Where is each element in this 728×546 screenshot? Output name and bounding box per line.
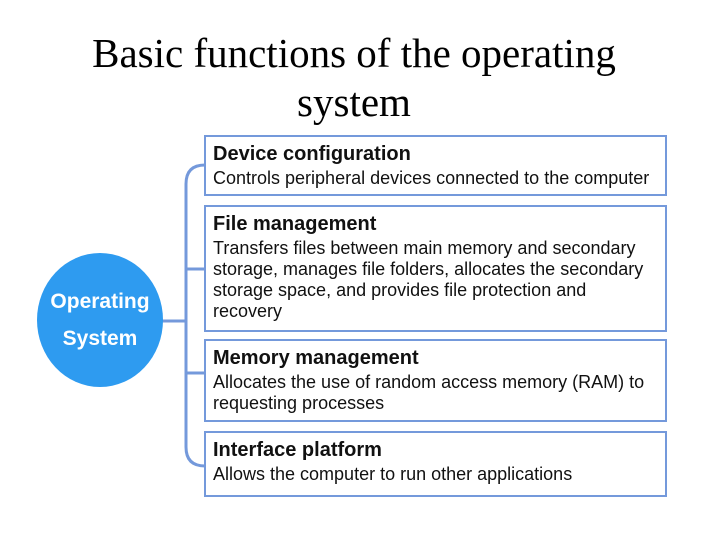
function-description: Allows the computer to run other applica… <box>213 464 573 484</box>
function-box-device-configuration: Device configuration Controls peripheral… <box>204 135 667 196</box>
function-heading: Interface platform <box>213 439 382 461</box>
function-box-interface-platform: Interface platform Allows the computer t… <box>204 431 667 497</box>
function-description: Controls peripheral devices connected to… <box>213 168 650 188</box>
function-box-memory-management: Memory management Allocates the use of r… <box>204 339 667 422</box>
function-description: Allocates the use of random access memor… <box>213 372 645 413</box>
function-heading: File management <box>213 213 377 235</box>
function-box-file-management: File management Transfers files between … <box>204 205 667 332</box>
bracket-spine-path <box>184 163 206 468</box>
function-description: Transfers files between main memory and … <box>213 238 644 321</box>
operating-system-label: Operating System <box>50 290 150 350</box>
operating-system-node: Operating System <box>37 253 163 387</box>
function-heading: Memory management <box>213 347 419 369</box>
slide-title: Basic functions of the operating system <box>92 30 616 125</box>
function-heading: Device configuration <box>213 143 411 165</box>
